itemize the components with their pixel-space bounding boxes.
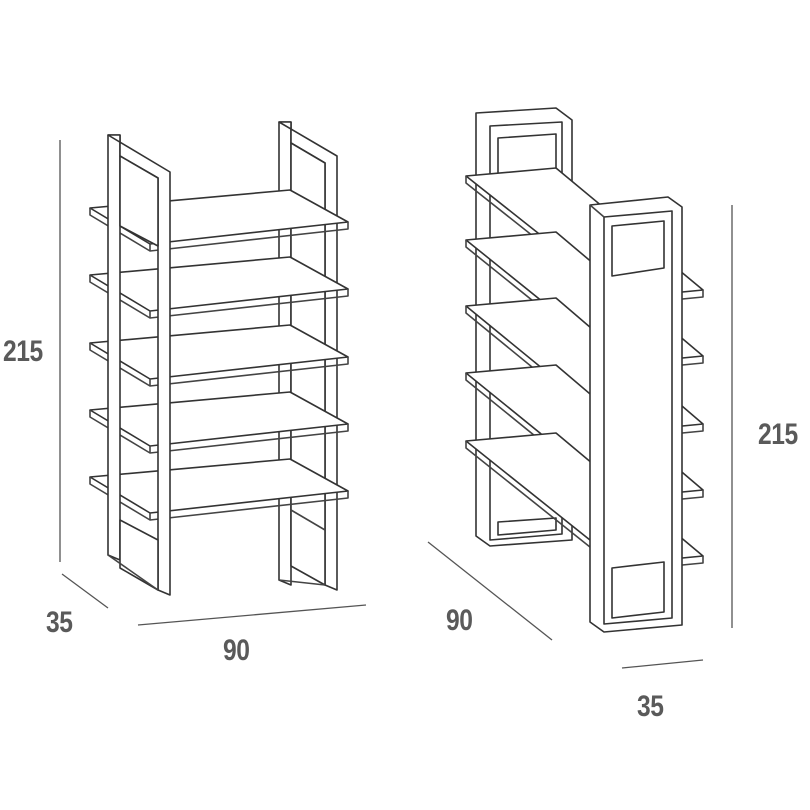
right-height-label: 215: [758, 418, 798, 451]
right-view-dimension-lines: [427, 205, 733, 669]
left-depth-label: 35: [46, 606, 73, 639]
right-bookcase: [427, 107, 733, 669]
right-depth-label: 35: [637, 690, 664, 723]
left-view-dimension-lines: [59, 140, 367, 626]
left-height-label: 215: [3, 335, 43, 368]
left-view-left-frame: [107, 134, 171, 596]
right-width-label: 90: [446, 604, 473, 637]
left-bookcase: [59, 121, 367, 626]
right-view-front-frame: [589, 196, 683, 633]
left-width-label: 90: [223, 634, 250, 667]
